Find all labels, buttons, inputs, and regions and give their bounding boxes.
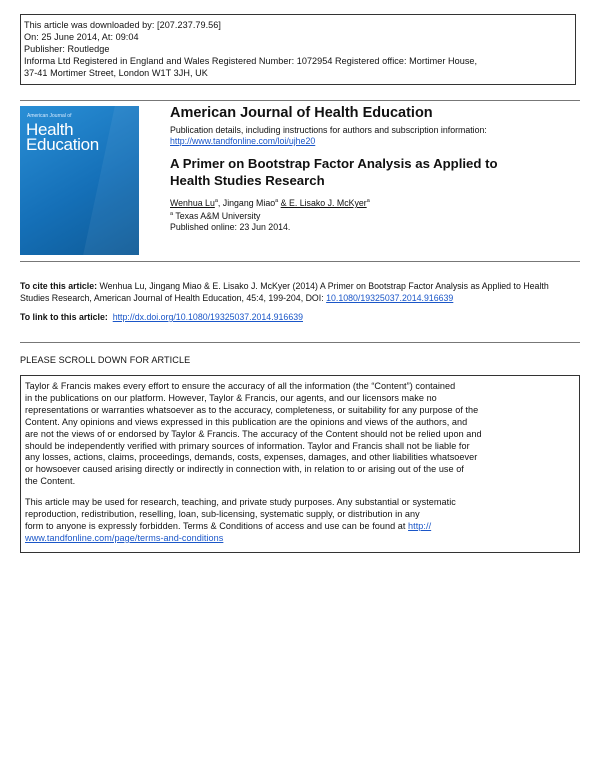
download-date-line: On: 25 June 2014, At: 09:04 (24, 32, 139, 42)
article-title: A Primer on Bootstrap Factor Analysis as… (170, 155, 580, 189)
disclaimer-line: any losses, actions, claims, proceedings… (25, 452, 478, 463)
citation-block: To cite this article: Wenhua Lu, Jingang… (20, 280, 580, 323)
divider-top (20, 100, 580, 101)
doi-link[interactable]: 10.1080/19325037.2014.916639 (326, 293, 454, 303)
disclaimer-line: representations or warranties whatsoever… (25, 404, 479, 415)
affiliation-marker: a (170, 210, 174, 217)
download-line: This article was downloaded by: [207.237… (24, 20, 221, 30)
divider-middle (20, 261, 580, 262)
disclaimer-line: should be independently verified with pr… (25, 440, 470, 451)
affiliation-marker: a (275, 198, 279, 204)
cite-text: Health Studies Research, American Journa… (20, 281, 549, 303)
cover-decoration (83, 106, 139, 255)
download-info-box: This article was downloaded by: [207.237… (20, 14, 576, 85)
terms-line: reproduction, redistribution, reselling,… (25, 509, 420, 520)
article-title-line: Health Studies Research (170, 173, 325, 188)
author-list: Wenhua Lua, Jingang Miaoa & E. Lisako J.… (170, 197, 370, 208)
address-line: 37-41 Mortimer Street, London W1T 3JH, U… (24, 68, 208, 78)
link-label: To link to this article: (20, 312, 108, 322)
terms-line: This article may be used for research, t… (25, 497, 456, 508)
author-link[interactable]: & E. Lisako J. McKyer (280, 197, 367, 208)
disclaimer-line: or howsoever caused arising directly or … (25, 464, 464, 475)
publisher-line: Publisher: Routledge (24, 44, 110, 54)
article-title-line: A Primer on Bootstrap Factor Analysis as… (170, 156, 498, 171)
disclaimer-line: are not the views of or endorsed by Tayl… (25, 428, 482, 439)
affiliation: a Texas A&M University (170, 209, 580, 222)
disclaimer-paragraph: Taylor & Francis makes every effort to e… (25, 381, 575, 488)
cite-text: Wenhua Lu, Jingang Miao & E. Lisako J. M… (99, 281, 521, 291)
journal-cover-image: American Journal of Health Education (20, 106, 139, 255)
disclaimer-line: in the publications on our platform. How… (25, 392, 437, 403)
cover-title-word: Health (26, 120, 74, 139)
terms-line: www.tandfonline.com/page/terms-and-condi… (25, 533, 575, 545)
article-link-line: To link to this article: http://dx.doi.o… (20, 311, 580, 323)
disclaimer-line: the Content. (25, 476, 76, 487)
author-name: Jingang Miao (222, 197, 276, 208)
registration-line: Informa Ltd Registered in England and Wa… (24, 56, 478, 66)
disclaimer-line: Taylor & Francis makes every effort to e… (25, 381, 456, 391)
affiliation-marker: a (366, 198, 370, 204)
journal-info: American Journal of Health Education Pub… (170, 104, 580, 233)
terms-url-link[interactable]: www.tandfonline.com/page/terms-and-condi… (25, 532, 224, 543)
cover-title-word: Education (26, 135, 99, 154)
journal-title: American Journal of Health Education (170, 105, 433, 121)
terms-text: form to anyone is expressly forbidden. T… (25, 520, 406, 531)
citation-text: To cite this article: Wenhua Lu, Jingang… (20, 280, 580, 304)
scroll-notice: PLEASE SCROLL DOWN FOR ARTICLE (20, 355, 191, 365)
terms-paragraph: This article may be used for research, t… (25, 497, 575, 545)
published-online: Published online: 23 Jun 2014. (170, 221, 291, 232)
disclaimer-line: Content. Any opinions and views expresse… (25, 416, 468, 427)
terms-line: form to anyone is expressly forbidden. T… (25, 521, 575, 533)
divider-lower (20, 342, 580, 343)
journal-url-link[interactable]: http://www.tandfonline.com/loi/ujhe20 (170, 136, 316, 146)
author-link[interactable]: Wenhua Lu (170, 197, 215, 208)
cover-small-text: American Journal of (27, 113, 72, 119)
terms-url-link-start[interactable]: http:// (408, 520, 432, 531)
affiliation-marker: a (214, 198, 218, 204)
disclaimer-box: Taylor & Francis makes every effort to e… (20, 375, 580, 553)
publication-details-text: Publication details, including instructi… (170, 125, 487, 135)
affiliation-name: Texas A&M University (175, 210, 261, 221)
author-name: E. Lisako J. McKyer (288, 197, 367, 208)
article-url-link[interactable]: http://dx.doi.org/10.1080/19325037.2014.… (112, 312, 303, 322)
cite-label: To cite this article: (20, 281, 98, 291)
publication-details: Publication details, including instructi… (170, 125, 580, 147)
